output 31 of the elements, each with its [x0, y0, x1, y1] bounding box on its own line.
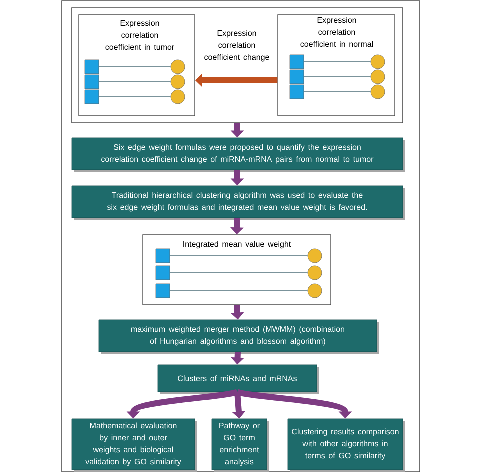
process-box: Six edge weight formulas were proposed to quantify the expression correlation coefficient change of miRNA-mRNA pairs from normal to tumor	[72, 138, 404, 170]
process-box: Mathematical evaluation by inner and outer weights and biological validation by GO similarity	[72, 418, 196, 470]
square-marker	[84, 60, 100, 74]
circle-marker	[170, 74, 186, 90]
square-marker	[84, 74, 100, 90]
process-box: Clusters of miRNAs and mRNAs	[158, 364, 318, 392]
connector-line	[304, 76, 372, 78]
process-box: Traditional hierarchical clustering algorithm was used to evaluate the six edge weight formulas and integrated mean value weight is favored.	[72, 186, 404, 218]
process-box: Clustering results comparison with other algorithms in terms of GO similarity	[288, 418, 404, 470]
edge-label: Expression correlation coefficient change	[204, 30, 270, 62]
connector-line	[170, 290, 308, 292]
square-marker	[84, 90, 100, 104]
square-marker	[156, 248, 170, 264]
square-marker	[156, 266, 170, 280]
square-marker	[290, 54, 304, 70]
process-box: Pathway or GO term enrichment analysis	[212, 418, 268, 470]
circle-marker	[370, 54, 386, 70]
circle-marker	[170, 60, 186, 74]
square-marker	[156, 284, 170, 298]
circle-marker	[308, 284, 322, 298]
circle-marker	[170, 90, 186, 104]
circle-marker	[370, 84, 386, 100]
square-marker	[290, 70, 304, 84]
connector-line	[98, 96, 172, 98]
connector-line	[170, 272, 308, 274]
circle-marker	[370, 70, 386, 84]
circle-marker	[308, 248, 322, 264]
square-marker	[290, 84, 304, 100]
process-box: maximum weighted merger method (MWMM) (combination of Hungarian algorithms and blossom algorithm)	[98, 320, 378, 352]
circle-marker	[308, 266, 322, 280]
connector-line	[98, 66, 172, 68]
